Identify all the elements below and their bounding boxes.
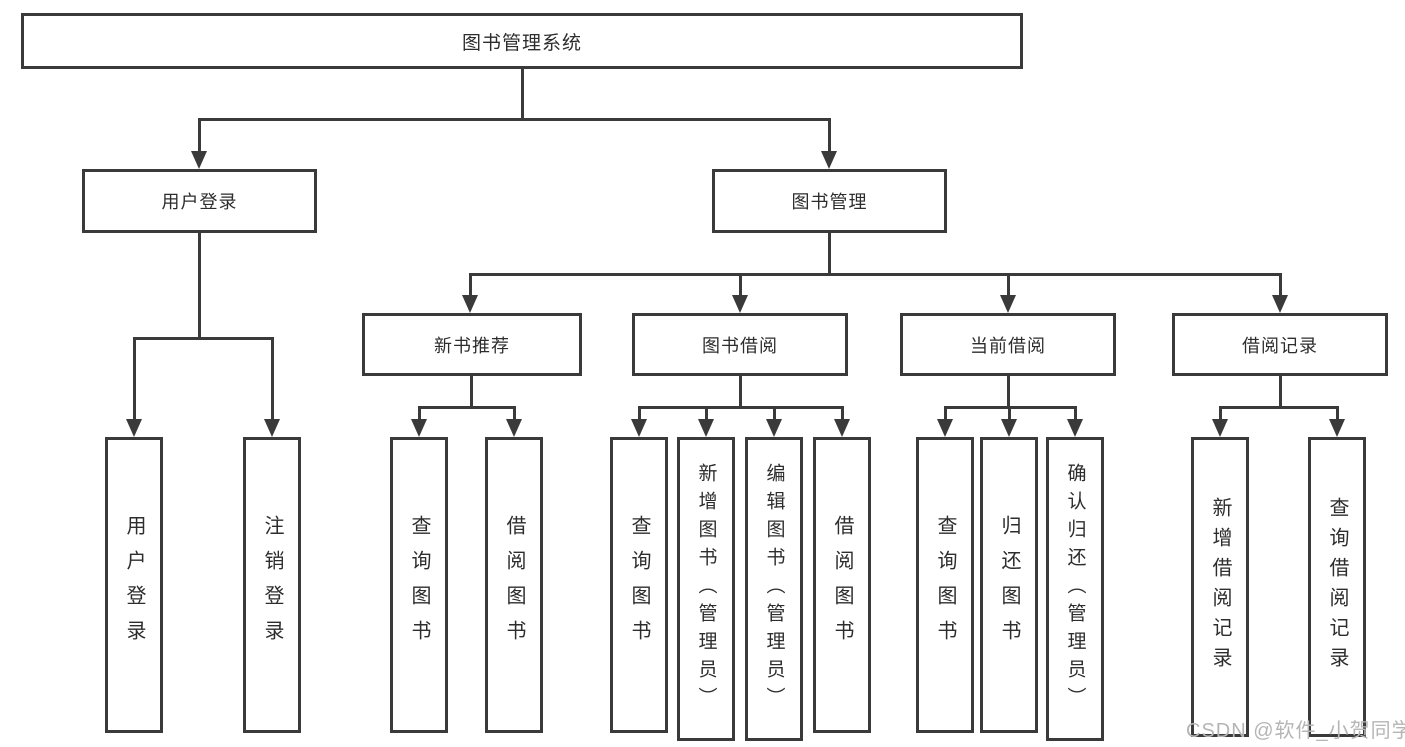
arrow-down-icon <box>264 419 280 437</box>
leaf-query-books-current-label: 查询图书 <box>934 515 956 655</box>
node-book-management-group: 图书管理 <box>712 169 947 233</box>
leaf-user-login: 用户登录 <box>105 437 163 733</box>
arrow-down-icon <box>766 419 782 437</box>
arrow-down-icon <box>411 419 427 437</box>
arrow-down-icon <box>698 419 714 437</box>
connector-drop-leaf <box>638 406 641 422</box>
leaf-edit-books-admin: 编辑图书（管理员） <box>745 437 803 741</box>
node-root-label: 图书管理系统 <box>461 32 582 54</box>
leaf-query-borrow-record-label: 查询借阅记录 <box>1326 497 1348 677</box>
connector-book-borrow-bar <box>639 406 843 409</box>
leaf-query-books-recommend-label: 查询图书 <box>408 515 430 655</box>
connector-drop-level3 <box>1279 273 1282 297</box>
connector-root-stem <box>521 69 524 118</box>
leaf-query-borrow-record: 查询借阅记录 <box>1308 437 1366 737</box>
leaf-add-borrow-record-label: 新增借阅记录 <box>1209 497 1231 677</box>
arrow-down-icon <box>1001 419 1017 437</box>
node-book-borrow: 图书借阅 <box>632 313 848 376</box>
connector-new-book-stem <box>470 376 473 406</box>
leaf-confirm-return-admin-label: 确认归还（管理员） <box>1064 463 1086 715</box>
arrow-down-icon <box>462 295 478 313</box>
connector-drop-leaf <box>705 406 708 422</box>
leaf-add-borrow-record: 新增借阅记录 <box>1191 437 1249 737</box>
leaf-borrow-books-recommend-label: 借阅图书 <box>503 515 525 655</box>
arrow-down-icon <box>1329 419 1345 437</box>
leaf-user-login-label: 用户登录 <box>123 515 145 655</box>
arrow-down-icon <box>834 419 850 437</box>
leaf-borrow-books-recommend: 借阅图书 <box>485 437 543 733</box>
leaf-return-books: 归还图书 <box>980 437 1038 733</box>
connector-drop-level3 <box>739 273 742 297</box>
arrow-down-icon <box>631 419 647 437</box>
connector-drop-leaf <box>1008 406 1011 422</box>
leaf-query-books-recommend: 查询图书 <box>390 437 448 733</box>
connector-drop-level3 <box>469 273 472 297</box>
leaf-query-books-borrow: 查询图书 <box>610 437 668 733</box>
node-borrow-records-label: 借阅记录 <box>1242 335 1318 356</box>
connector-drop-leaf <box>773 406 776 422</box>
connector-drop-leaf <box>1336 406 1339 422</box>
connector-drop-user-login <box>198 118 201 154</box>
node-new-book-recommend-label: 新书推荐 <box>434 335 510 356</box>
arrow-down-icon <box>1212 419 1228 437</box>
leaf-logout-label: 注销登录 <box>261 515 283 655</box>
leaf-borrow-books-label: 借阅图书 <box>831 515 853 655</box>
connector-drop-leaf <box>1074 406 1077 422</box>
node-book-borrow-label: 图书借阅 <box>702 335 778 356</box>
arrow-down-icon <box>1067 419 1083 437</box>
connector-user-login-bar <box>134 337 273 340</box>
node-borrow-records: 借阅记录 <box>1172 313 1388 376</box>
connector-level3-bar <box>470 273 1281 276</box>
connector-book-mgmt-stem <box>828 233 831 273</box>
leaf-logout: 注销登录 <box>243 437 301 733</box>
leaf-add-books-admin-label: 新增图书（管理员） <box>695 463 717 715</box>
arrow-down-icon <box>937 419 953 437</box>
leaf-query-books-current: 查询图书 <box>916 437 974 733</box>
connector-user-login-stem <box>198 233 201 337</box>
node-book-management-group-label: 图书管理 <box>791 192 868 212</box>
arrow-down-icon <box>191 151 207 169</box>
connector-drop-leaf <box>271 337 274 421</box>
node-current-borrow-label: 当前借阅 <box>970 335 1046 356</box>
connector-drop-leaf <box>841 406 844 422</box>
connector-book-borrow-stem <box>739 376 742 406</box>
arrow-down-icon <box>126 419 142 437</box>
connector-level2-bar <box>199 118 830 121</box>
connector-drop-book-mgmt <box>828 118 831 154</box>
connector-drop-leaf <box>1219 406 1222 422</box>
connector-drop-leaf <box>513 406 516 422</box>
csdn-watermark: CSDN @软件_小贺同学 <box>1186 720 1405 742</box>
leaf-return-books-label: 归还图书 <box>998 515 1020 655</box>
node-new-book-recommend: 新书推荐 <box>362 313 582 376</box>
connector-borrow-records-bar <box>1220 406 1338 409</box>
node-root: 图书管理系统 <box>21 13 1023 69</box>
connector-borrow-records-stem <box>1279 376 1282 406</box>
arrow-down-icon <box>1000 295 1016 313</box>
connector-new-book-bar <box>419 406 515 409</box>
arrow-down-icon <box>506 419 522 437</box>
node-user-login-group: 用户登录 <box>82 169 317 233</box>
arrow-down-icon <box>1272 295 1288 313</box>
connector-drop-leaf <box>944 406 947 422</box>
node-user-login-group-label: 用户登录 <box>161 192 238 212</box>
connector-drop-level3 <box>1007 273 1010 297</box>
arrow-down-icon <box>732 295 748 313</box>
arrow-down-icon <box>821 151 837 169</box>
connector-drop-leaf <box>418 406 421 422</box>
leaf-query-books-borrow-label: 查询图书 <box>628 515 650 655</box>
leaf-edit-books-admin-label: 编辑图书（管理员） <box>763 463 785 715</box>
node-current-borrow: 当前借阅 <box>900 313 1116 376</box>
leaf-borrow-books: 借阅图书 <box>813 437 871 733</box>
connector-current-borrow-stem <box>1007 376 1010 406</box>
leaf-confirm-return-admin: 确认归还（管理员） <box>1046 437 1104 741</box>
leaf-add-books-admin: 新增图书（管理员） <box>677 437 735 741</box>
connector-drop-leaf <box>133 337 136 421</box>
